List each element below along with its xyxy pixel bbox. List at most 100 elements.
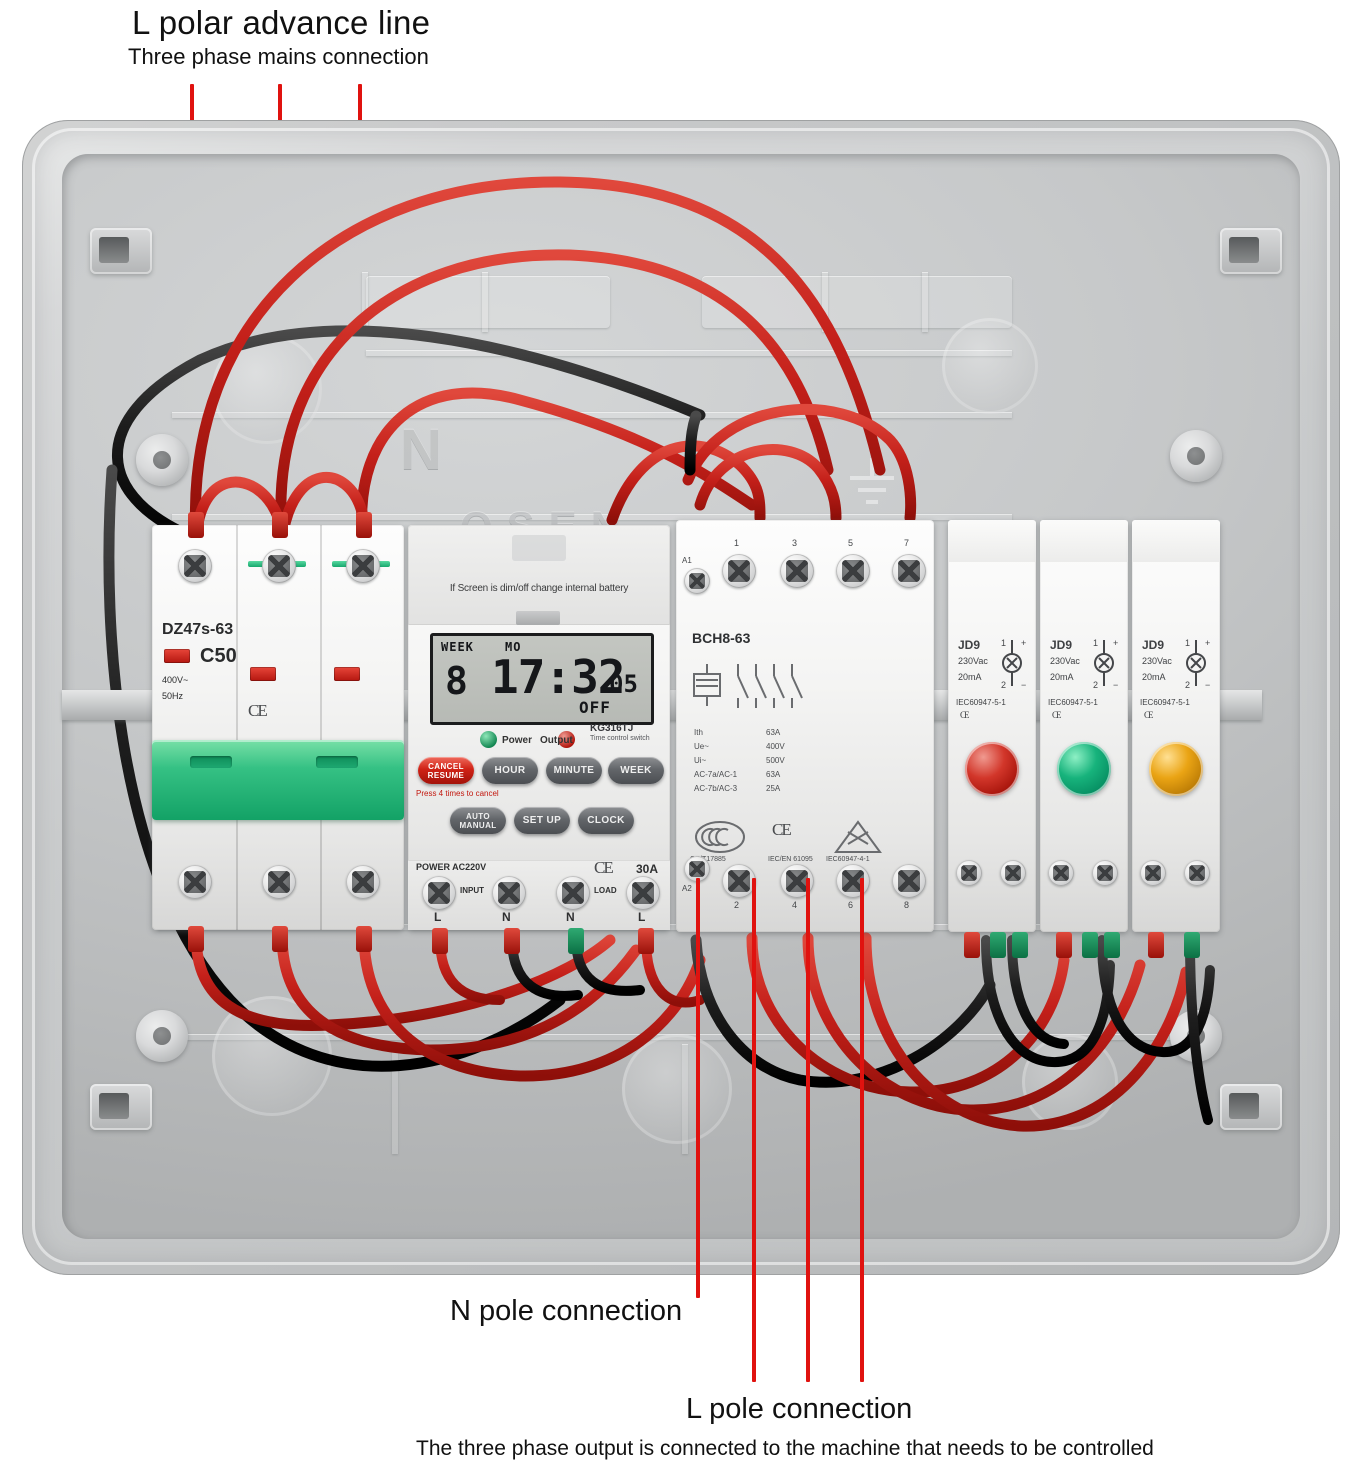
indicator-standard-red: IEC60947-5-1	[956, 698, 1006, 707]
lcd-status: OFF	[579, 698, 611, 717]
svg-text:+: +	[1113, 638, 1118, 648]
mcb-toggle-lever[interactable]	[152, 740, 404, 820]
indicator-lamp-green[interactable]: JD9 230Vac 20mA 1 + 2 − IEC60947-5-1 CE	[1040, 520, 1128, 932]
contactor-terminal-a1[interactable]	[684, 568, 710, 594]
contactor-terminal-8[interactable]	[892, 864, 926, 898]
timer-battery-note: If Screen is dim/off change internal bat…	[449, 583, 629, 594]
contactor-terminal-label-5: 5	[848, 538, 854, 548]
timer-terminal-footer: POWER AC220V CE 30A INPUT LOAD L N N L	[408, 858, 670, 930]
button-cancel-resume[interactable]: CANCEL RESUME	[418, 757, 474, 784]
lcd-day-number: 8	[445, 659, 468, 703]
indicator-lamp-red[interactable]: JD9 230Vac 20mA 1 + 2 − IEC60947-5-1 CE	[948, 520, 1036, 932]
screw-post-left-bottom	[136, 1010, 188, 1062]
ferrule-red-2	[1056, 932, 1072, 958]
mcb-frequency: 50Hz	[162, 691, 184, 701]
contactor-terminal-a2[interactable]	[684, 856, 710, 882]
indicator-cap-amber	[1132, 520, 1220, 562]
timer-terminal-input-l[interactable]	[422, 876, 456, 910]
svg-text:1: 1	[1185, 638, 1190, 648]
mcb-terminal-bottom-3[interactable]	[346, 865, 380, 899]
indicator-ce-red: CE	[960, 710, 969, 720]
contactor-cert-standard-0: GB/T17885	[690, 856, 726, 863]
ferrule-top-2	[272, 512, 288, 538]
indicator-voltage-amber: 230Vac	[1142, 656, 1172, 666]
indicator-terminal-red-2[interactable]	[1000, 860, 1026, 886]
power-led	[480, 731, 497, 748]
contactor-terminal-1[interactable]	[722, 554, 756, 588]
mcb-terminal-bottom-1[interactable]	[178, 865, 212, 899]
contactor-spec-val-4: 25A	[766, 784, 781, 793]
button-hour[interactable]: HOUR	[482, 757, 538, 784]
indicator-terminal-amber-1[interactable]	[1140, 860, 1166, 886]
mcb-status-window-3	[334, 667, 360, 681]
contactor-terminal-label-2: 2	[734, 900, 740, 910]
timer-terminal-input-n[interactable]	[492, 876, 526, 910]
corner-clip-bl	[90, 1084, 152, 1130]
indicator-terminal-amber-2[interactable]	[1184, 860, 1210, 886]
timer-current-rating: 30A	[636, 862, 659, 876]
ferrule-red-3	[1148, 932, 1164, 958]
mcb-pole-seam-2	[320, 525, 322, 930]
contactor-spec-key-4: AC-7b/AC-3	[694, 784, 738, 793]
pointer-line-n-pole	[696, 878, 700, 1298]
indicator-current-red: 20mA	[958, 672, 982, 682]
button-minute[interactable]: MINUTE	[546, 757, 602, 784]
indicator-terminal-green-1[interactable]	[1048, 860, 1074, 886]
svg-text:+: +	[1021, 638, 1026, 648]
pointer-line-lpole-2	[806, 878, 810, 1382]
button-setup[interactable]: SET UP	[514, 807, 570, 834]
contactor-terminal-7[interactable]	[892, 554, 926, 588]
timer-cap-emboss	[512, 535, 566, 561]
contactor-spec-key-1: Ue~	[694, 742, 709, 751]
lcd-day-label: MO	[505, 640, 522, 654]
ferrule-timer-3	[568, 928, 584, 954]
indicator-lamp-amber[interactable]: JD9 230Vac 20mA 1 + 2 − IEC60947-5-1 CE	[1132, 520, 1220, 932]
contactor-terminal-label-1: 1	[734, 538, 740, 548]
pointer-line-lpole-1	[752, 878, 756, 1382]
contactor-cert-standard-1: IEC/EN 61095	[768, 856, 813, 863]
circuit-breaker-dz47s[interactable]: DZ47s-63 C50 400V~ 50Hz CE	[152, 525, 404, 930]
timer-ce-mark: CE	[594, 858, 614, 877]
emboss-rib-7	[682, 1044, 688, 1154]
output-led-label: Output	[540, 735, 573, 746]
ferrule-bot-2	[272, 926, 288, 952]
indicator-terminal-red-1[interactable]	[956, 860, 982, 886]
timer-terminal-load-n[interactable]	[556, 876, 590, 910]
button-auto-manual[interactable]: AUTO MANUAL	[450, 807, 506, 834]
mcb-terminal-top-3[interactable]	[346, 549, 380, 583]
lamp-dome-green	[1057, 742, 1111, 796]
mcb-terminal-top-2[interactable]	[262, 549, 296, 583]
timer-battery-cover[interactable]: If Screen is dim/off change internal bat…	[408, 525, 670, 625]
contactor-terminal-2[interactable]	[722, 864, 756, 898]
contactor-schematic-icon	[693, 664, 803, 708]
mcb-terminal-top-1[interactable]	[178, 549, 212, 583]
indicator-model-green: JD9	[1050, 638, 1073, 652]
timer-switch-kg316tj[interactable]: If Screen is dim/off change internal bat…	[408, 525, 670, 930]
contactor-terminal-3[interactable]	[780, 554, 814, 588]
timer-terminal-load-l[interactable]	[626, 876, 660, 910]
contactor-spec-val-1: 400V	[766, 742, 785, 751]
contactor-terminal-6[interactable]	[836, 864, 870, 898]
ferrule-green-2	[1012, 932, 1028, 958]
contactor-cert-standard-2: IEC60947-4-1	[826, 856, 870, 863]
ccc-mark-icon	[695, 821, 745, 853]
mcb-terminal-bottom-2[interactable]	[262, 865, 296, 899]
annotation-n-pole: N pole connection	[450, 1295, 683, 1327]
ferrule-green-4	[1104, 932, 1120, 958]
ferrule-top-3	[356, 512, 372, 538]
emboss-vent-divider-1	[362, 272, 368, 332]
contactor-terminal-label-8: 8	[904, 900, 910, 910]
svg-text:−: −	[1205, 680, 1210, 690]
contactor-terminal-5[interactable]	[836, 554, 870, 588]
contactor-model: BCH8-63	[692, 630, 751, 646]
button-week[interactable]: WEEK	[608, 757, 664, 784]
indicator-terminal-green-2[interactable]	[1092, 860, 1118, 886]
contactor-bch8-63[interactable]: BCH8-63 Ith 63A Ue~ 400V Ui~ 500V AC-7a/…	[676, 520, 934, 932]
svg-text:+: +	[1205, 638, 1210, 648]
screw-post-left	[136, 434, 188, 486]
corner-clip-tl	[90, 228, 152, 274]
corner-clip-tr	[1220, 228, 1282, 274]
timer-power-rating: POWER AC220V	[416, 862, 487, 872]
svg-text:−: −	[1113, 680, 1118, 690]
button-clock[interactable]: CLOCK	[578, 807, 634, 834]
